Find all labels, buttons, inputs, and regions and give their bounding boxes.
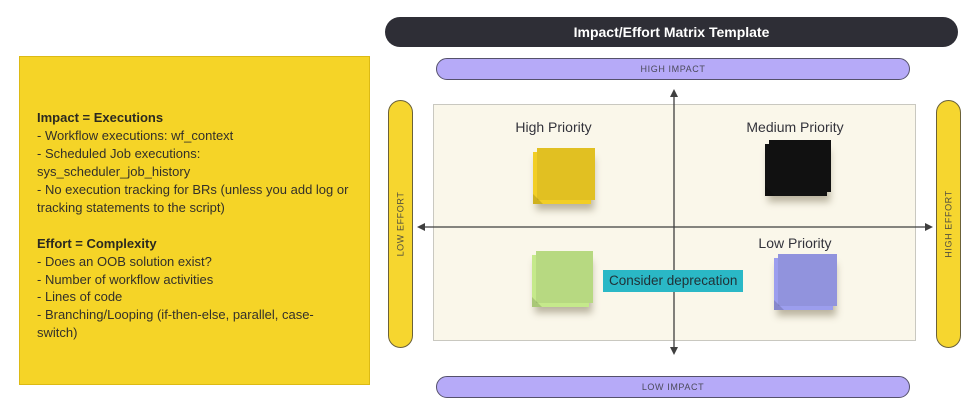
annotation-consider-deprecation[interactable]: Consider deprecation <box>603 270 744 293</box>
quadrant-label-high-priority[interactable]: High Priority <box>515 119 592 135</box>
left-arrow-icon <box>417 223 425 231</box>
high-impact-pill[interactable]: HIGH IMPACT <box>436 58 910 80</box>
effort-bullet: - Lines of code <box>37 289 123 305</box>
down-arrow-icon <box>670 347 678 355</box>
impact-bullet: - No execution tracking for BRs (unless … <box>37 181 349 215</box>
effort-bullet: - Does an OOB solution exist? <box>37 253 212 269</box>
impact-bullet: - Workflow executions: wf_context <box>37 127 234 143</box>
matrix-title-label: Impact/Effort Matrix Template <box>573 24 770 40</box>
low-impact-pill[interactable]: LOW IMPACT <box>436 376 910 398</box>
low-effort-label: LOW EFFORT <box>395 191 406 257</box>
effort-bullet: - Number of workflow activities <box>37 271 214 287</box>
quadrant-label-low-priority[interactable]: Low Priority <box>758 235 832 251</box>
effort-bullet: - Branching/Looping (if-then-else, paral… <box>37 307 314 341</box>
matrix-title[interactable]: Impact/Effort Matrix Template <box>385 17 958 47</box>
matrix-canvas[interactable] <box>433 104 916 341</box>
impact-bullet: - Scheduled Job executions: sys_schedule… <box>37 145 201 179</box>
quadrant-label-medium-priority[interactable]: Medium Priority <box>746 119 844 135</box>
sticky-note-black[interactable] <box>765 144 827 196</box>
legend-note[interactable]: Impact = Executions - Workflow execution… <box>19 56 370 385</box>
high-effort-pill[interactable]: HIGH EFFORT <box>936 100 961 348</box>
sticky-note-yellow[interactable] <box>533 152 591 204</box>
sticky-note-green[interactable] <box>532 255 589 307</box>
high-effort-label: HIGH EFFORT <box>943 190 954 258</box>
impact-heading: Impact = Executions <box>37 110 164 125</box>
up-arrow-icon <box>670 89 678 97</box>
right-arrow-icon <box>925 223 933 231</box>
low-impact-label: LOW IMPACT <box>641 382 705 392</box>
effort-heading: Effort = Complexity <box>37 235 157 251</box>
sticky-note-purple[interactable] <box>774 258 833 310</box>
high-impact-label: HIGH IMPACT <box>640 64 706 74</box>
low-effort-pill[interactable]: LOW EFFORT <box>388 100 413 348</box>
